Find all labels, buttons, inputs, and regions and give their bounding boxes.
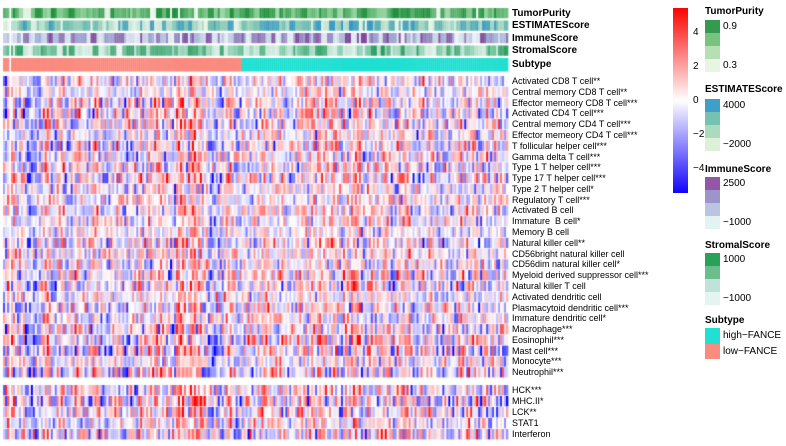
zscore-colorbar — [673, 8, 688, 193]
row-label: Interferon — [512, 429, 551, 439]
annotation-label-subtype: Subtype — [512, 59, 552, 71]
annotation-label-estimatescore: ESTIMATEScore — [512, 20, 590, 32]
legend-max-label: 2500 — [723, 178, 746, 189]
annotation-label-stromalscore: StromalScore — [512, 45, 578, 57]
row-label: Effector memeory CD4 T cell*** — [512, 129, 638, 140]
subtype-swatch-low-fance — [705, 343, 720, 359]
row-label: STAT1 — [512, 418, 539, 428]
subtype-label: high−FANCE — [723, 330, 782, 341]
subtype-label: low−FANCE — [723, 345, 778, 357]
row-label: Activated B cell — [512, 205, 574, 216]
row-label: Eosinophil*** — [512, 334, 565, 345]
legend-title-estimatescore: ESTIMATEScore — [705, 84, 783, 95]
row-label: Type 1 T helper cell*** — [512, 162, 601, 173]
row-label: Monocyte*** — [512, 356, 562, 367]
row-label: Natural killer cell** — [512, 237, 586, 248]
colorbar-tick: −2 — [693, 128, 705, 140]
row-label: Neutrophil*** — [512, 367, 564, 378]
row-label: Central memory CD8 T cell** — [512, 86, 628, 97]
row-label: Regulatory T cell*** — [512, 194, 590, 205]
legend-gradient-estimatescore — [705, 99, 720, 151]
annotation-label-immunescore: ImmuneScore — [512, 32, 579, 44]
row-label: Activated CD8 T cell** — [512, 76, 601, 86]
row-label: Activated CD4 T cell*** — [512, 108, 604, 119]
legend-gradient-stromalscore — [705, 253, 720, 305]
row-label: T follicular helper cell*** — [512, 140, 607, 151]
row-label: Memory B cell — [512, 227, 570, 237]
legend-title-subtype: Subtype — [705, 315, 745, 326]
row-label: Immature dendritic cell* — [512, 313, 607, 324]
row-label: HCK*** — [512, 385, 542, 395]
legend-gradient-immunescore — [705, 177, 720, 229]
colorbar-tick: 4 — [693, 26, 699, 38]
row-label: Myeloid derived suppressor cell*** — [512, 270, 649, 281]
row-label: Central memory CD4 T cell*** — [512, 119, 631, 130]
legend-max-label: 0.9 — [723, 21, 737, 32]
row-label: CD56dim natural killer cell* — [512, 259, 621, 270]
row-label: Activated dendritic cell — [512, 291, 602, 302]
row-label: Immature B cell* — [512, 216, 581, 227]
row-label: Effector memeory CD8 T cell*** — [512, 97, 638, 108]
annotation-label-tumorpurity: TumorPurity — [512, 7, 571, 19]
legend-min-label: −1000 — [723, 293, 752, 304]
row-label: LCK** — [512, 407, 537, 417]
colorbar-tick: −4 — [693, 162, 705, 174]
legend-max-label: 1000 — [723, 254, 746, 265]
subtype-swatch-high-fance — [705, 328, 720, 344]
legend-gradient-tumorpurity — [705, 20, 720, 72]
row-label: Natural killer T cell — [512, 280, 586, 291]
legend-min-label: −2000 — [723, 139, 752, 150]
row-label: Type 2 T helper cell* — [512, 183, 594, 194]
row-label: Mast cell*** — [512, 345, 559, 356]
legend-title-stromalscore: StromalScore — [705, 240, 771, 251]
row-label: Gamma delta T cell*** — [512, 151, 601, 162]
row-label: Macrophage*** — [512, 324, 573, 335]
colorbar-tick: 0 — [693, 94, 699, 106]
legend-max-label: 4000 — [723, 100, 746, 111]
row-label: MHC.II* — [512, 396, 544, 406]
legend-min-label: 0.3 — [723, 60, 737, 71]
colorbar-tick: 2 — [693, 60, 699, 72]
legend-title-tumorpurity: TumorPurity — [705, 6, 764, 17]
legend-title-immunescore: ImmuneScore — [705, 164, 772, 175]
row-label: Type 17 T helper cell*** — [512, 173, 606, 184]
row-label: Plasmacytoid dendritic cell*** — [512, 302, 629, 313]
legend-min-label: −1000 — [723, 217, 752, 228]
row-label: CD56bright natural killer cell — [512, 248, 625, 259]
